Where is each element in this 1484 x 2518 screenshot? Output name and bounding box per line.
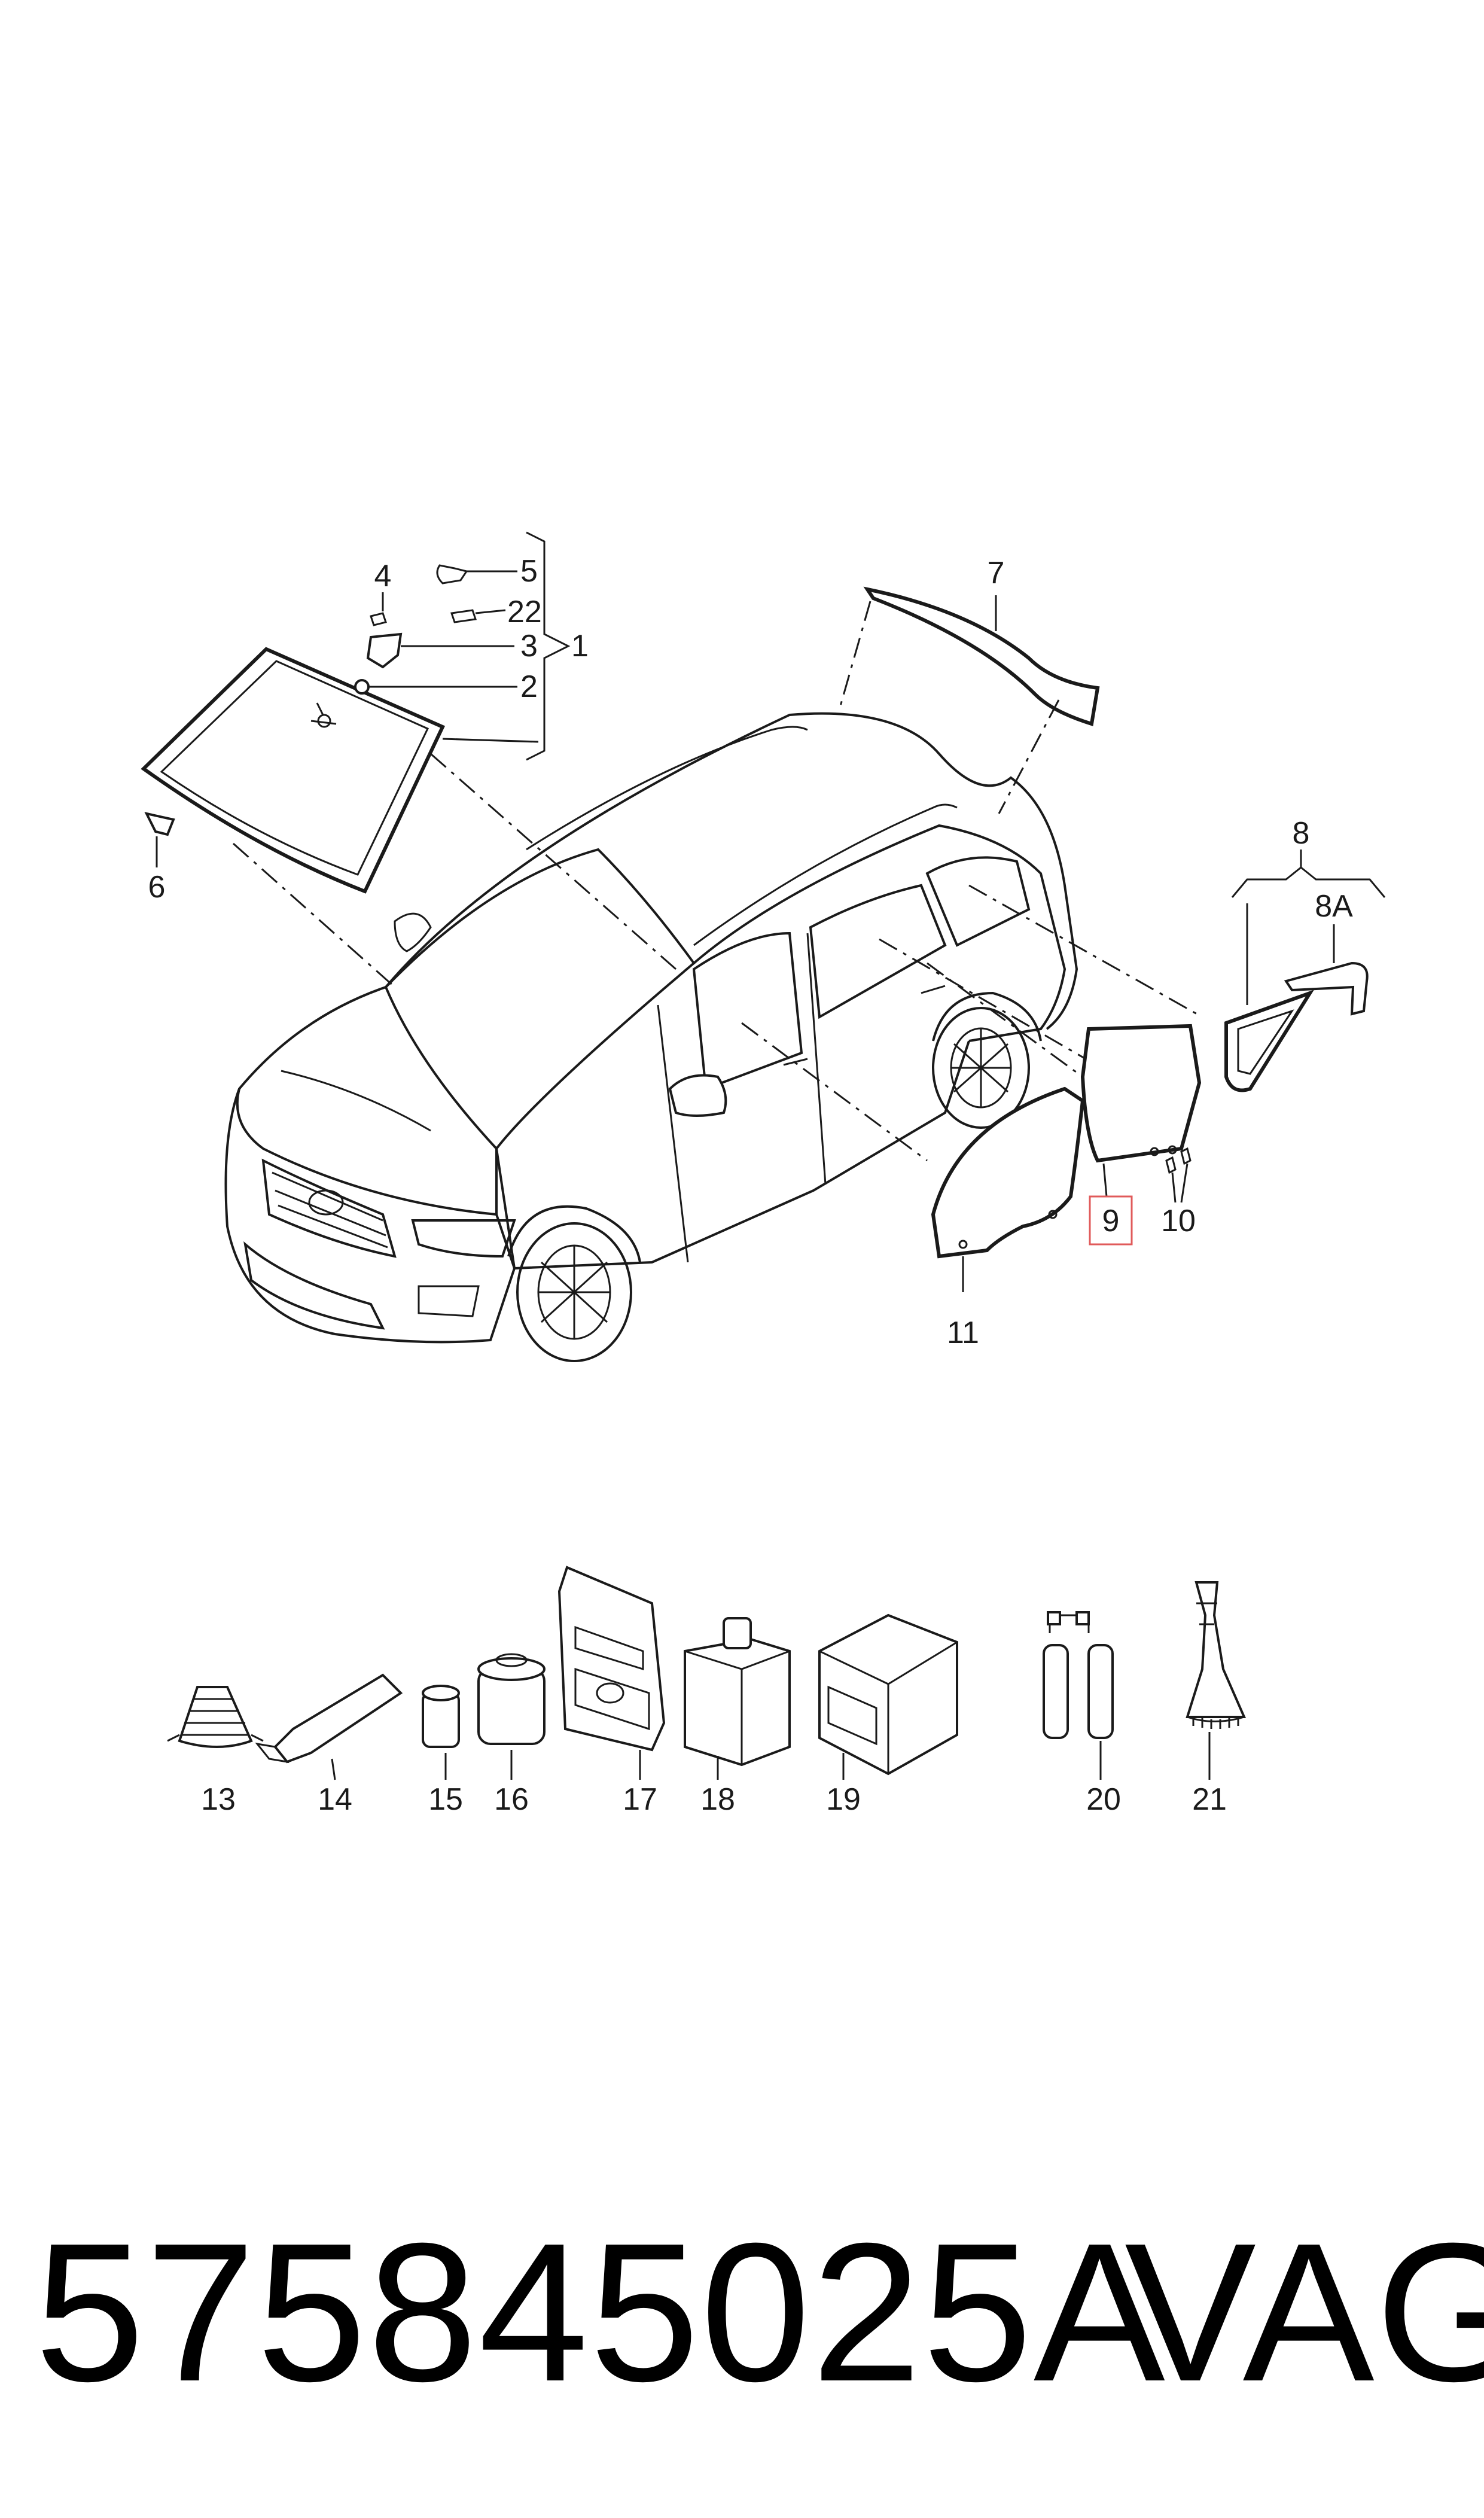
callout-19: 19 [826,1782,861,1817]
part-18-bottle [684,1617,791,1780]
quarter-seal-8A [1284,961,1369,1016]
part-20-cartridges [1043,1611,1114,1780]
quarter-glass [1224,989,1315,1092]
callout-16: 16 [494,1782,529,1817]
rear-door-glass-part-9 [879,938,1202,1203]
callout-18: 18 [700,1782,735,1817]
callout-7: 7 [988,556,1005,590]
callout-11: 11 [947,1316,979,1350]
clip-part-10 [1165,1147,1192,1174]
part-15-primer [422,1685,460,1780]
callout-labels: 4 5 22 3 1 2 6 7 8 8A 9 10 11 13 14 15 1… [148,554,1354,1817]
accessories-row [167,1566,1247,1780]
rear-window-part-7 [839,586,1100,814]
part-14-tube [255,1673,403,1780]
callout-1: 1 [571,629,589,663]
callout-17: 17 [623,1782,657,1817]
vehicle-body [224,712,1078,1362]
highlight-box-part-9 [1089,1195,1133,1246]
callout-13: 13 [201,1782,236,1817]
callout-22: 22 [507,595,542,629]
callout-4: 4 [374,559,392,593]
callout-2: 2 [520,669,538,704]
brand-label: VAG [1125,2202,1484,2422]
clip-part-2 [354,679,370,695]
part-21-nozzle [1186,1581,1247,1780]
windshield-glass [141,647,446,894]
callout-9: 9 [1102,1204,1120,1238]
callout-14: 14 [318,1782,352,1817]
bracket-part-5 [436,564,468,584]
part-6-sensor [144,812,175,836]
front-door-glass-part-11 [741,1022,1085,1292]
callout-3: 3 [520,629,538,663]
pad-part-22 [450,609,477,623]
callout-21: 21 [1192,1782,1227,1817]
part-17-bag [557,1566,666,1780]
rear-wheel [932,1007,1030,1129]
callout-8A: 8A [1315,889,1353,924]
callout-15: 15 [428,1782,463,1817]
bracket-part-4 [370,612,387,626]
part-13-nozzle [167,1686,264,1748]
quarter-window-part-8 [968,850,1386,1092]
callout-5: 5 [520,554,538,589]
part-19-box [818,1613,958,1780]
windshield-assembly [141,531,571,894]
part-number: 575845025A [35,2202,1166,2422]
front-wheel [516,1222,632,1362]
callout-20: 20 [1086,1782,1121,1817]
callout-10: 10 [1161,1204,1196,1238]
part-16-jar [477,1653,546,1780]
sensor-part-3 [366,632,403,669]
callout-6: 6 [148,870,166,905]
callout-8: 8 [1293,816,1310,851]
